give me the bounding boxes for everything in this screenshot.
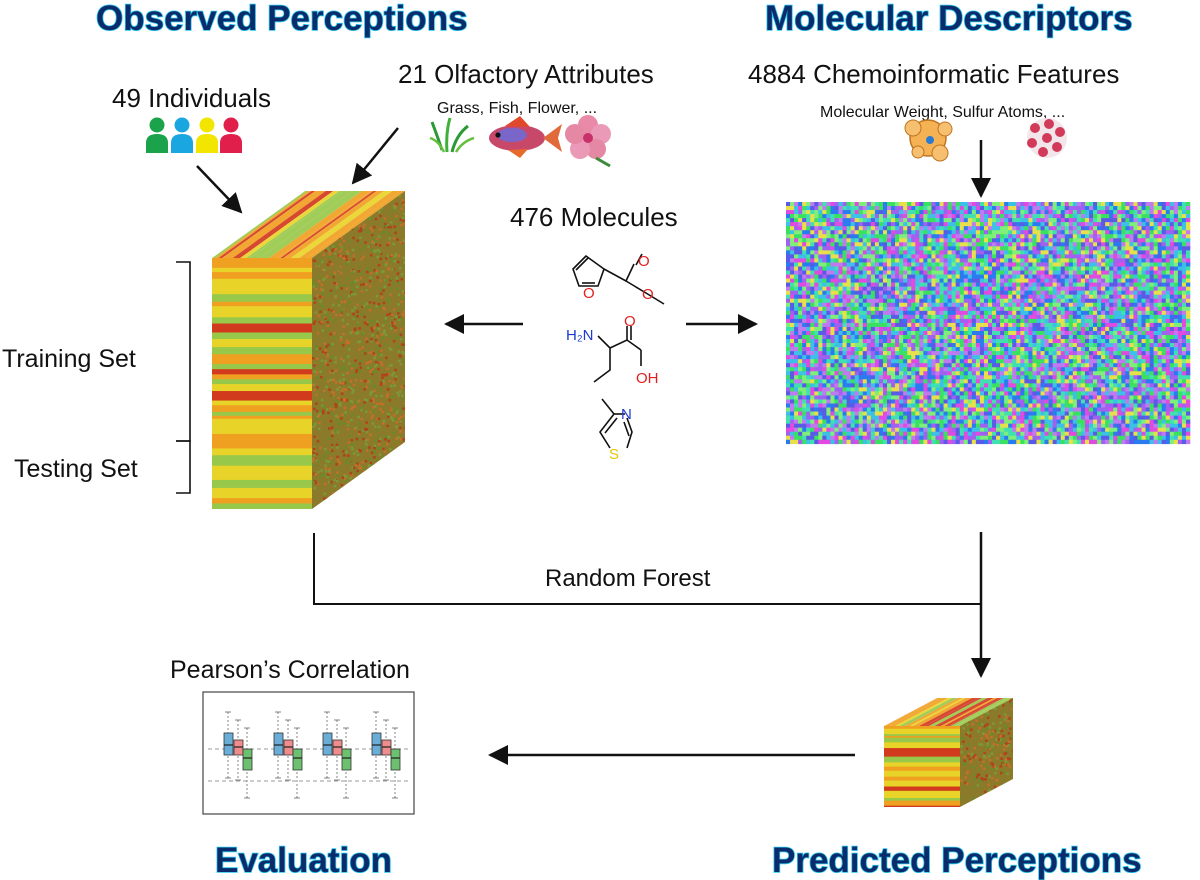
boxplot-box [273,711,284,779]
furan-ester-molecule [572,253,665,305]
atom-s-ring: S [609,446,619,463]
training-set-bracket [176,261,191,442]
molecular-descriptors-title: Molecular Descriptors [765,0,1133,38]
sulfur-atoms-icon [1027,118,1067,158]
observed-data-cube [212,191,405,509]
alanine-molecule [593,326,642,383]
testing-set-bracket [176,440,191,494]
fish-icon [489,116,562,158]
boxplot-box [283,719,294,781]
training-set-label: Training Set [2,345,136,373]
molecular-weight-icon [904,119,953,162]
individuals-label: 49 Individuals [112,83,271,113]
attributes-label: 21 Olfactory Attributes [398,59,654,89]
boxplot-box [390,727,401,799]
atom-o-ester: O [642,286,654,303]
boxplot-box [223,711,234,779]
boxplot-box [292,727,303,799]
correlation-boxplot-panel [202,691,415,815]
atom-o-ring: O [583,285,595,302]
atom-hydroxyl: OH [636,370,659,387]
grass-icon [429,117,475,153]
attributes-to-cube-arrow [351,127,399,185]
thiazole-molecule [599,398,633,449]
random-forest-label: Random Forest [545,565,711,592]
attributes-examples: Grass, Fish, Flower, ... [437,100,597,117]
observed-perceptions-title: Observed Perceptions [96,0,468,38]
testing-set-label: Testing Set [14,455,138,483]
flower-icon [565,115,611,168]
pearson-correlation-label: Pearson’s Correlation [170,656,410,684]
random-forest-connector [313,533,981,605]
descriptor-matrix [786,202,1191,445]
person-icon [220,117,242,153]
molecules-label: 476 Molecules [510,202,678,232]
features-examples: Molecular Weight, Sulfur Atoms, ... [820,104,1065,121]
boxplot-box [332,719,343,781]
people-icon [146,117,242,153]
features-label: 4884 Chemoinformatic Features [748,59,1119,89]
evaluation-title: Evaluation [215,841,392,880]
atom-o-carbonyl: O [638,253,650,270]
person-icon [171,117,193,153]
person-icon [146,117,168,153]
boxplot-box [233,719,244,781]
boxplot-box [322,711,333,779]
atom-o-acid: O [624,313,636,330]
predicted-perceptions-title: Predicted Perceptions [772,841,1142,880]
boxplot-box [341,727,352,799]
person-icon [196,117,218,153]
atom-amine: H₂N [566,327,594,344]
boxplot-box [371,711,382,779]
boxplot-box [242,727,253,799]
atom-n-ring: N [621,406,632,423]
predicted-data-cube [884,698,1013,807]
boxplot-box [381,719,392,781]
individuals-to-cube-arrow [196,165,243,214]
